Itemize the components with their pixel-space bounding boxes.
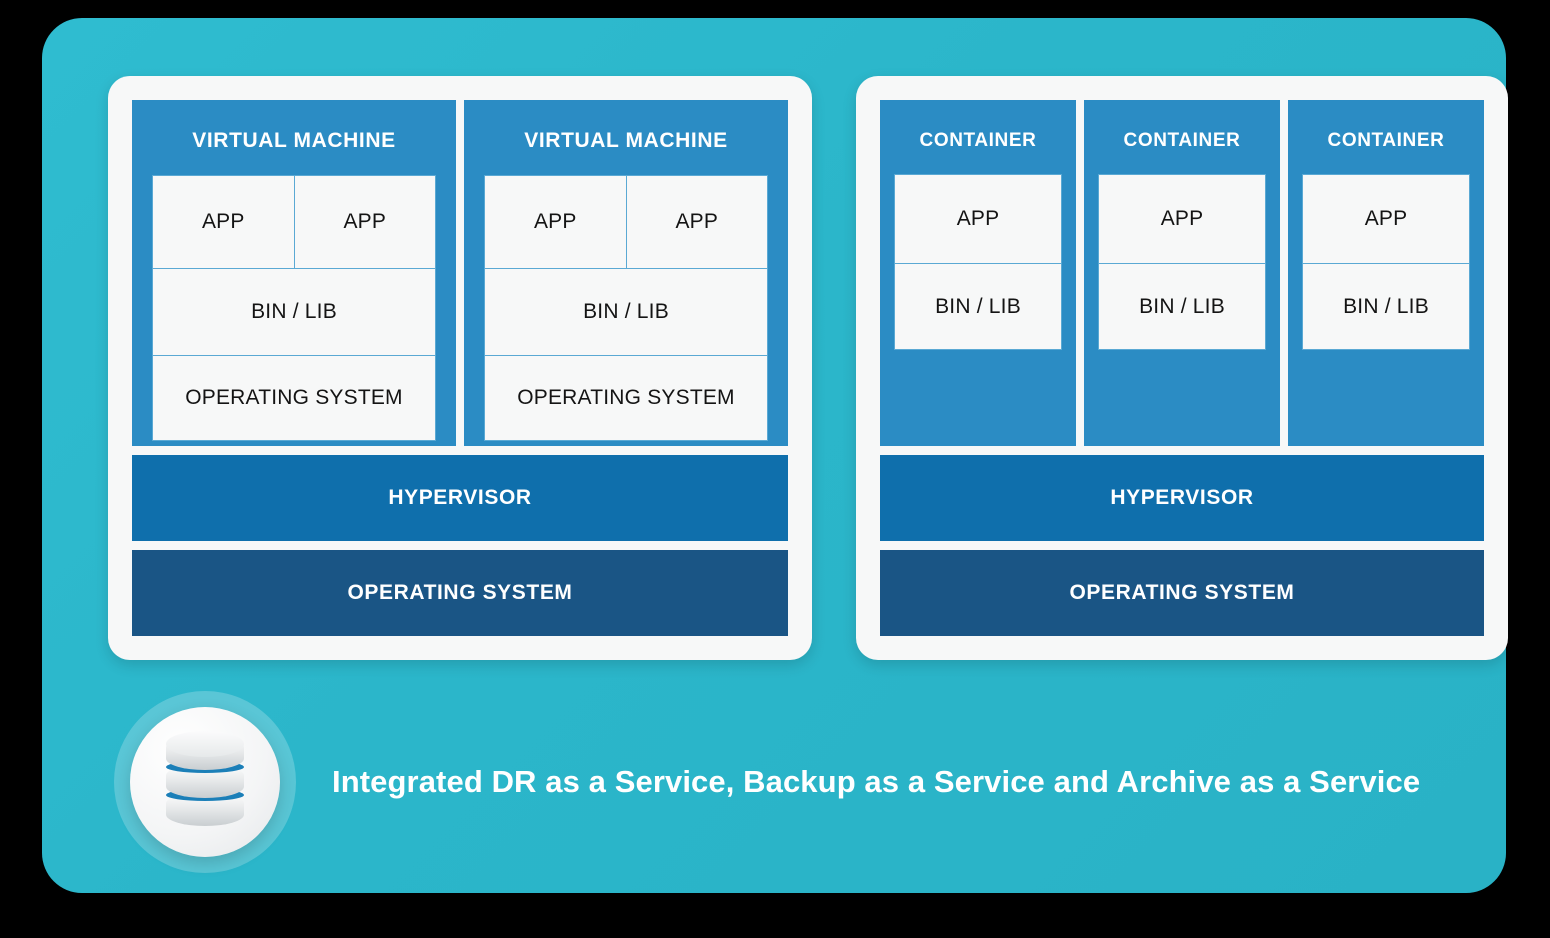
container-units-region: CONTAINER APP BIN / LIB CONTAINER <box>880 100 1484 446</box>
vm-binlib-cell-2: BIN / LIB <box>485 269 767 355</box>
container-title-3: CONTAINER <box>1302 100 1470 174</box>
teal-background-panel: VIRTUAL MACHINE APP APP BIN / LIB OPERAT… <box>42 18 1506 893</box>
vm-app-row-2: APP APP <box>485 176 767 268</box>
vm-title-2: VIRTUAL MACHINE <box>484 100 768 175</box>
footer-banner: Integrated DR as a Service, Backup as a … <box>108 682 1508 882</box>
vm-stack-2: APP APP BIN / LIB OPERATING SYSTEM <box>484 175 768 441</box>
container-hypervisor-bar: HYPERVISOR <box>880 455 1484 541</box>
vm-os-row-1: OPERATING SYSTEM <box>153 355 435 440</box>
container-app-cell-1: APP <box>895 175 1061 263</box>
vm-host-os-bar: OPERATING SYSTEM <box>132 550 788 636</box>
virtual-machine-card: VIRTUAL MACHINE APP APP BIN / LIB OPERAT… <box>108 76 812 660</box>
container-binlib-cell-2: BIN / LIB <box>1099 264 1265 349</box>
container-panel-2[interactable]: CONTAINER APP BIN / LIB <box>1084 100 1280 446</box>
container-stack-2: APP BIN / LIB <box>1098 174 1266 350</box>
vm-hypervisor-bar: HYPERVISOR <box>132 455 788 541</box>
container-binlib-row-3: BIN / LIB <box>1303 263 1469 349</box>
vm-app-cell-2a: APP <box>485 176 626 268</box>
database-icon-disc <box>130 707 280 857</box>
container-binlib-row-1: BIN / LIB <box>895 263 1061 349</box>
vm-binlib-row-1: BIN / LIB <box>153 268 435 355</box>
container-binlib-cell-1: BIN / LIB <box>895 264 1061 349</box>
database-cylinder <box>166 736 244 828</box>
container-stack-1: APP BIN / LIB <box>894 174 1062 350</box>
vm-stack-1: APP APP BIN / LIB OPERATING SYSTEM <box>152 175 436 441</box>
container-binlib-cell-3: BIN / LIB <box>1303 264 1469 349</box>
vm-app-cell-1a: APP <box>153 176 294 268</box>
vm-app-cell-2b: APP <box>626 176 768 268</box>
container-panel-1[interactable]: CONTAINER APP BIN / LIB <box>880 100 1076 446</box>
vm-os-cell-1: OPERATING SYSTEM <box>153 356 435 440</box>
vm-title-1: VIRTUAL MACHINE <box>152 100 436 175</box>
vm-os-row-2: OPERATING SYSTEM <box>485 355 767 440</box>
architecture-cards-row: VIRTUAL MACHINE APP APP BIN / LIB OPERAT… <box>108 76 1508 660</box>
container-panel-3[interactable]: CONTAINER APP BIN / LIB <box>1288 100 1484 446</box>
container-app-row-2: APP <box>1099 175 1265 263</box>
virtual-machine-panel-1[interactable]: VIRTUAL MACHINE APP APP BIN / LIB OPERAT… <box>132 100 456 446</box>
virtual-machine-panel-2[interactable]: VIRTUAL MACHINE APP APP BIN / LIB OPERAT… <box>464 100 788 446</box>
container-app-cell-3: APP <box>1303 175 1469 263</box>
container-app-row-3: APP <box>1303 175 1469 263</box>
container-title-2: CONTAINER <box>1098 100 1266 174</box>
database-icon <box>114 691 296 873</box>
footer-caption: Integrated DR as a Service, Backup as a … <box>332 764 1420 800</box>
database-top-ellipse <box>166 731 244 757</box>
vm-units-region: VIRTUAL MACHINE APP APP BIN / LIB OPERAT… <box>132 100 788 446</box>
container-stack-3: APP BIN / LIB <box>1302 174 1470 350</box>
container-title-1: CONTAINER <box>894 100 1062 174</box>
container-app-cell-2: APP <box>1099 175 1265 263</box>
container-binlib-row-2: BIN / LIB <box>1099 263 1265 349</box>
container-host-os-bar: OPERATING SYSTEM <box>880 550 1484 636</box>
vm-binlib-row-2: BIN / LIB <box>485 268 767 355</box>
vm-os-cell-2: OPERATING SYSTEM <box>485 356 767 440</box>
vm-app-row-1: APP APP <box>153 176 435 268</box>
vm-binlib-cell-1: BIN / LIB <box>153 269 435 355</box>
vm-app-cell-1b: APP <box>294 176 436 268</box>
container-card: CONTAINER APP BIN / LIB CONTAINER <box>856 76 1508 660</box>
container-app-row-1: APP <box>895 175 1061 263</box>
